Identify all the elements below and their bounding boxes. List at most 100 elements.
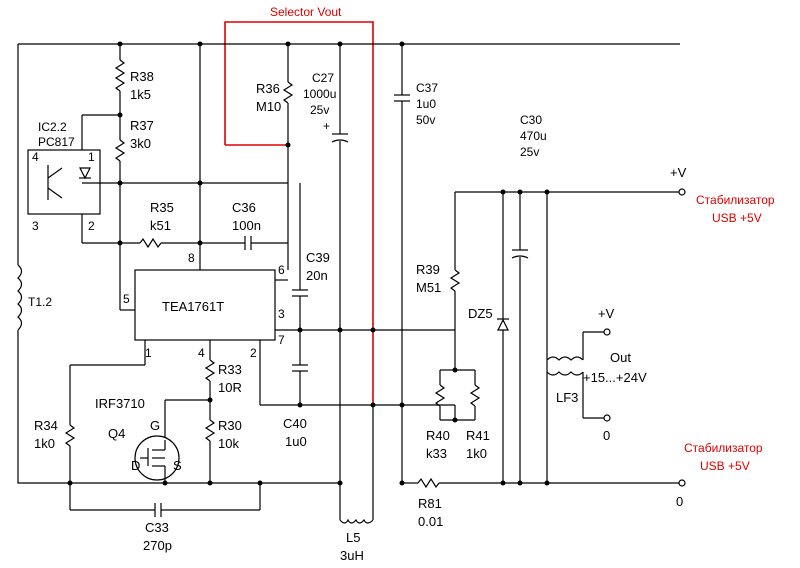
svg-text:C37: C37 [416,81,438,95]
svg-text:25v: 25v [520,145,539,159]
svg-text:2: 2 [88,219,95,233]
svg-text:+15...+24V: +15...+24V [583,370,647,385]
zero-terminal [678,479,686,487]
out-plus-terminal [603,328,611,336]
r38-val: 1k5 [130,87,151,102]
out-zero-terminal [603,414,611,422]
svg-text:DZ5: DZ5 [468,306,493,321]
c27-capacitor [331,139,349,143]
svg-text:1k0: 1k0 [34,436,55,451]
r34-resistor [64,424,76,447]
svg-text:+V: +V [598,306,615,321]
lf3-choke-bottom [546,371,584,376]
opto-ref: IC2.2 [38,120,67,134]
svg-text:k51: k51 [150,218,171,233]
svg-text:8: 8 [188,251,195,265]
r81-resistor [417,477,440,489]
r33-resistor [204,359,216,382]
dz5-zener-icon [497,318,509,331]
svg-text:3uH: 3uH [340,548,364,563]
r38-resistor [114,59,126,92]
svg-text:R40: R40 [426,428,450,443]
svg-text:+: + [323,119,330,133]
optocoupler-pc817 [27,149,101,215]
r37-val: 3k0 [130,136,151,151]
svg-text:2: 2 [250,346,257,360]
svg-text:0: 0 [603,428,610,443]
opto-part: PC817 [38,135,75,149]
ic-name: TEA1761T [162,299,224,314]
svg-text:50v: 50v [416,113,435,127]
svg-text:C33: C33 [145,520,169,535]
c30-capacitor [511,255,529,259]
svg-text:3: 3 [32,219,39,233]
svg-text:R34: R34 [34,418,58,433]
svg-text:20n: 20n [306,268,328,283]
opto-led-icon [79,167,91,180]
svg-text:100n: 100n [232,218,261,233]
svg-text:USB +5V: USB +5V [712,211,762,225]
svg-text:R41: R41 [466,428,490,443]
selector-vout-loop [224,21,374,405]
r38-ref: R38 [130,69,154,84]
svg-text:1: 1 [88,150,95,164]
svg-text:Q4: Q4 [108,426,125,441]
junction-dots [67,41,550,486]
r30-resistor [204,419,216,442]
svg-text:0: 0 [676,494,683,509]
svg-text:470u: 470u [520,129,547,143]
svg-text:LF3: LF3 [556,390,578,405]
selector-vout-label: Selector Vout [270,5,342,19]
svg-text:1u0: 1u0 [416,97,436,111]
svg-text:USB +5V: USB +5V [700,459,750,473]
svg-text:M51: M51 [416,280,441,295]
t1-2-winding [17,264,23,331]
r41-resistor [469,384,481,407]
svg-text:Out: Out [610,350,631,365]
r40-resistor [434,384,446,407]
svg-text:Стабилизатор: Стабилизатор [684,441,763,455]
svg-text:R81: R81 [418,496,442,511]
svg-text:1u0: 1u0 [285,434,307,449]
svg-text:3: 3 [278,307,285,321]
svg-text:M10: M10 [256,99,281,114]
svg-text:25v: 25v [310,103,329,117]
svg-text:Стабилизатор: Стабилизатор [696,193,775,207]
svg-text:R39: R39 [416,262,440,277]
svg-text:4: 4 [32,150,39,164]
svg-text:10R: 10R [218,380,242,395]
svg-text:R35: R35 [150,200,174,215]
svg-text:R33: R33 [218,362,242,377]
svg-text:G: G [150,418,160,433]
svg-text:S: S [173,458,182,473]
svg-text:D: D [131,458,140,473]
svg-text:IRF3710: IRF3710 [95,396,145,411]
svg-text:1k0: 1k0 [466,446,487,461]
tea1761t-ic [134,269,276,341]
svg-text:R36: R36 [256,81,280,96]
svg-text:C27: C27 [312,71,334,85]
svg-text:7: 7 [278,333,285,347]
svg-text:270p: 270p [143,538,172,553]
svg-text:10k: 10k [218,436,239,451]
t1-2-label: T1.2 [28,295,52,309]
r39-resistor [449,269,461,292]
svg-text:1: 1 [145,346,152,360]
svg-text:C39: C39 [306,250,330,265]
svg-text:4: 4 [198,346,205,360]
vplus-terminal [678,188,686,196]
svg-text:R30: R30 [218,418,242,433]
r35-resistor [139,237,162,249]
svg-text:+V: +V [670,165,687,180]
svg-text:C36: C36 [232,200,256,215]
svg-text:1000u: 1000u [303,87,336,101]
lf3-choke-top [546,356,584,361]
r36-resistor [282,81,294,104]
svg-text:C30: C30 [520,113,542,127]
svg-text:6: 6 [278,263,285,277]
left-rail-lower [17,330,340,484]
r37-resistor [114,139,126,162]
l5-inductor [339,518,374,524]
svg-text:5: 5 [123,292,130,306]
